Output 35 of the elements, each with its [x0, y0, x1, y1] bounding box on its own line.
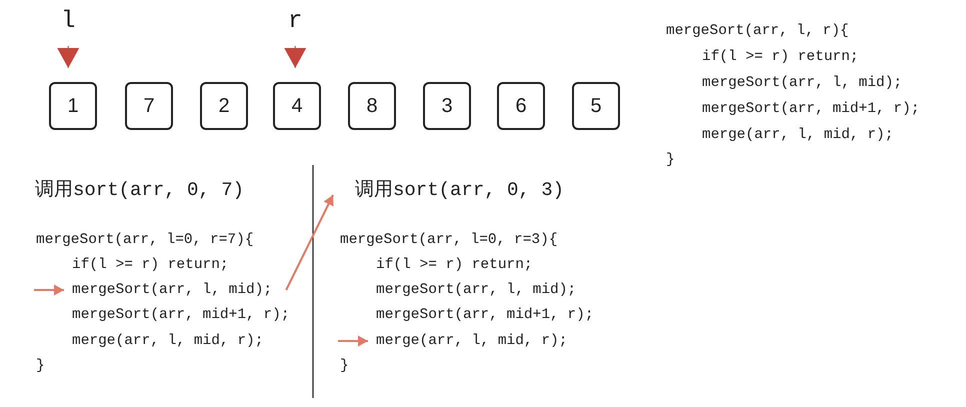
- arrow: [285, 194, 334, 290]
- code-line: merge(arr, l, mid, r);: [376, 331, 568, 351]
- code-line: }: [340, 357, 349, 376]
- call-heading: 调用sort(arr, 0, 7): [35, 178, 244, 203]
- code-line: mergeSort(arr, l, r){: [666, 22, 849, 41]
- code-line: mergeSort(arr, mid+1, r);: [72, 306, 290, 325]
- array-cell: 8: [348, 82, 396, 130]
- array-cell: 7: [125, 82, 173, 130]
- code-line: if(l >= r) return;: [72, 256, 229, 275]
- array-cell: 1: [49, 82, 97, 130]
- code-line: mergeSort(arr, l=0, r=3){: [340, 231, 558, 250]
- call-heading: 调用sort(arr, 0, 3): [355, 177, 564, 203]
- code-line: mergeSort(arr, l, mid);: [376, 281, 576, 300]
- code-line: if(l >= r) return;: [702, 48, 859, 67]
- code-line: mergeSort(arr, mid+1, r);: [702, 100, 920, 119]
- pointer-label: r: [288, 8, 302, 36]
- code-line: mergeSort(arr, mid+1, r);: [376, 306, 594, 325]
- code-line: mergeSort(arr, l, mid);: [72, 280, 272, 300]
- pointer-label: l: [61, 8, 76, 36]
- code-line: mergeSort(arr, l=0, r=7){: [36, 231, 254, 250]
- array-cell: 4: [273, 82, 321, 130]
- arrow: [338, 336, 368, 346]
- code-line: }: [36, 357, 45, 376]
- pointer-arrow: [57, 46, 80, 68]
- code-line: merge(arr, l, mid, r);: [72, 332, 264, 351]
- arrow: [34, 284, 64, 296]
- array-cell: 6: [497, 82, 545, 130]
- code-line: merge(arr, l, mid, r);: [702, 126, 894, 145]
- pointer-arrow: [284, 46, 306, 68]
- array-cell: 5: [572, 82, 620, 130]
- code-line: mergeSort(arr, l, mid);: [702, 74, 902, 93]
- code-line: if(l >= r) return;: [376, 256, 533, 275]
- array-cell: 3: [423, 82, 471, 130]
- code-line: }: [666, 151, 675, 170]
- array-cell: 2: [200, 82, 248, 130]
